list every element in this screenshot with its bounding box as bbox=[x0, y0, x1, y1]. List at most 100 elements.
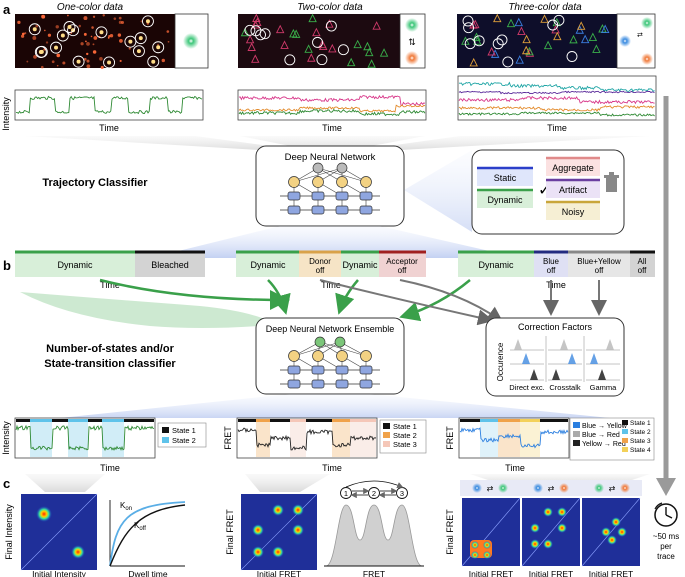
flow-bar1 bbox=[20, 292, 262, 328]
funnel-heat-1 bbox=[25, 474, 105, 492]
trash-icon bbox=[604, 172, 619, 192]
legend3-state3: State 3 bbox=[630, 438, 651, 445]
state-trace-ylabel-2: FRET bbox=[223, 426, 233, 450]
state-3-badge: 3 bbox=[400, 489, 404, 498]
artifact-label: Artifact bbox=[559, 185, 588, 195]
state-trace-ylabel-3: FRET bbox=[445, 426, 455, 450]
state-trace-2 bbox=[237, 419, 377, 457]
corr-label-crosstalk: Crosstalk bbox=[549, 383, 581, 392]
acceptor-fluorophore-icon bbox=[405, 51, 419, 65]
ensemble-side-line2: State-transition classifier bbox=[44, 358, 176, 370]
legend3-state4: State 4 bbox=[630, 447, 651, 454]
final-fret-label-2: Final FRET bbox=[225, 509, 235, 555]
trace-box-1 bbox=[14, 89, 204, 121]
aggregate-label: Aggregate bbox=[552, 163, 594, 173]
initial-fret-label-3b: Initial FRET bbox=[529, 569, 573, 577]
legend1-state1: State 1 bbox=[172, 426, 196, 435]
bar1-dynamic: Dynamic bbox=[57, 260, 93, 270]
timing-line-2: per bbox=[660, 542, 672, 551]
green-fluorophore-icon bbox=[183, 33, 199, 49]
three-color-trace-green bbox=[458, 111, 655, 117]
state-trace-3 bbox=[459, 419, 569, 457]
top-intensity-ylabel: Intensity bbox=[1, 97, 11, 131]
segment-bar-1: Dynamic Bleached bbox=[15, 250, 205, 277]
funnel-2 bbox=[240, 136, 425, 150]
three-color-trace-magenta bbox=[458, 95, 655, 105]
legend-3: Blue → Yellow Blue → Red Yellow → Red St… bbox=[569, 417, 655, 461]
one-color-trace bbox=[16, 95, 203, 115]
state-trace-1 bbox=[15, 419, 155, 457]
legend-2: State 1 State 2 State 3 bbox=[379, 419, 427, 454]
three-color-trace-purple bbox=[458, 90, 655, 95]
timing-line-1: ~50 ms bbox=[653, 532, 679, 541]
one-color-title: One-color data bbox=[57, 2, 124, 13]
legend2-state3: State 3 bbox=[393, 440, 417, 449]
tdp-heatmap-blue-green bbox=[461, 497, 521, 567]
timing-line-3: trace bbox=[657, 552, 675, 561]
panel-label-b: b bbox=[3, 258, 11, 273]
legend1-state2: State 2 bbox=[172, 436, 196, 445]
two-color-trace-donor bbox=[238, 108, 426, 117]
tdp-fret-heatmap-2 bbox=[240, 493, 318, 571]
arrow-acceptor-to-correction bbox=[399, 279, 504, 323]
state-2-badge: 2 bbox=[372, 489, 376, 498]
dnn-network-diagram bbox=[280, 162, 380, 215]
two-color-trace-acceptor bbox=[238, 94, 426, 106]
arrow-donor-to-correction bbox=[319, 279, 494, 326]
state-trace-box-1 bbox=[14, 417, 156, 459]
dynamic-label: Dynamic bbox=[487, 195, 523, 205]
arrow-bar1-to-ensemble bbox=[99, 278, 290, 310]
time-label-3: Time bbox=[547, 123, 567, 133]
time-label-1: Time bbox=[99, 123, 119, 133]
dynamic-bg bbox=[477, 190, 533, 208]
legend3-pair2: Blue → Red bbox=[582, 432, 620, 439]
final-intensity-label: Final Intensity bbox=[4, 504, 14, 560]
funnel-heat-2 bbox=[245, 474, 330, 492]
arrow-bar3 bbox=[399, 279, 471, 322]
initial-fret-label-2: Initial FRET bbox=[257, 569, 301, 577]
correction-histograms bbox=[510, 336, 620, 382]
correction-title: Correction Factors bbox=[518, 322, 593, 332]
three-color-title: Three-color data bbox=[508, 2, 582, 13]
three-orange-icon bbox=[641, 53, 653, 65]
static-label: Static bbox=[494, 173, 517, 183]
dnn-title: Deep Neural Network bbox=[285, 152, 376, 163]
corr-label-gamma: Gamma bbox=[590, 383, 618, 392]
final-fret-label-3: Final FRET bbox=[445, 509, 455, 555]
dnn-to-categories-glow bbox=[404, 150, 472, 232]
svg-text:⇄: ⇄ bbox=[548, 484, 555, 493]
three-color-image: ⇄ bbox=[457, 13, 656, 69]
kon-label: Kon bbox=[120, 501, 132, 512]
legend3-pair3: Yellow → Red bbox=[582, 441, 626, 448]
funnel-3 bbox=[360, 136, 650, 150]
three-blue-icon bbox=[619, 35, 631, 47]
time-label-2: Time bbox=[322, 123, 342, 133]
state-trace-time-2: Time bbox=[322, 463, 342, 473]
state-1-badge: 1 bbox=[344, 489, 348, 498]
state-trace-time-3: Time bbox=[505, 463, 525, 473]
bar1-time: Time bbox=[100, 280, 120, 290]
three-green-icon bbox=[641, 17, 653, 29]
tdp-heatmap-blue-red bbox=[521, 497, 581, 567]
fret-histogram: 1 2 3 bbox=[324, 480, 424, 567]
tdp-heatmap-green-red bbox=[581, 497, 641, 567]
arrow-bar2b bbox=[335, 279, 359, 315]
donor-fluorophore-icon bbox=[405, 18, 419, 32]
tdp-intensity-heatmap bbox=[20, 493, 98, 571]
ensemble-title: Deep Neural Network Ensemble bbox=[266, 324, 395, 334]
svg-text:⇄: ⇄ bbox=[487, 484, 494, 493]
dwell-time-plot: Kon Koff bbox=[109, 500, 186, 567]
static-bg bbox=[477, 168, 533, 186]
corr-label-direct: Direct exc. bbox=[509, 383, 544, 392]
state-trace-box-3 bbox=[458, 417, 570, 459]
bar3-dynamic: Dynamic bbox=[478, 260, 514, 270]
arrow-bar2a bbox=[267, 279, 291, 315]
two-color-trace-orange bbox=[238, 104, 426, 113]
correction-box bbox=[485, 317, 625, 397]
